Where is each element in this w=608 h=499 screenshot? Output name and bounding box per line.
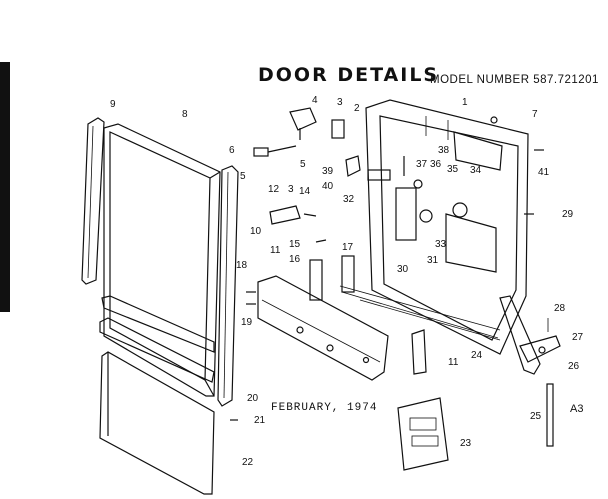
part-8-door-panel (103, 123, 221, 397)
callout-25: 25 (530, 411, 542, 422)
part-26-hinge-arm (499, 295, 561, 375)
callout-11b: 11 (448, 357, 459, 368)
callout-15: 15 (289, 239, 301, 250)
sheet-number: A3 (570, 403, 584, 415)
callout-1: 1 (462, 97, 468, 108)
callout-3: 3 (337, 97, 343, 108)
callout-33: 33 (435, 239, 447, 250)
part-9-gasket (81, 117, 105, 285)
callout-34: 34 (470, 165, 482, 176)
callout-22: 22 (242, 457, 254, 468)
callout-38: 38 (438, 145, 450, 156)
part-23-card (397, 397, 449, 471)
callout-30: 30 (397, 264, 409, 275)
callout-23: 23 (460, 438, 472, 449)
part-25-rod (546, 383, 554, 447)
callout-17: 17 (342, 242, 354, 253)
callout-21: 21 (254, 415, 266, 426)
small-hardware (230, 107, 544, 421)
callout-12: 12 (268, 184, 280, 195)
callout-32: 32 (343, 194, 355, 205)
part-1-inner-liner (339, 99, 529, 355)
callout-5b: 5 (300, 159, 306, 170)
part-22-kick-panel (99, 295, 215, 495)
callout-3b: 3 (288, 184, 294, 195)
callout-20: 20 (247, 393, 259, 404)
callout-36: 36 (430, 159, 442, 170)
part-11-lower-rail (257, 275, 389, 381)
callout-7: 7 (532, 109, 538, 120)
callout-16: 16 (289, 254, 301, 265)
callout-24: 24 (471, 350, 483, 361)
part-10-side-trim (217, 165, 239, 407)
callout-10: 10 (250, 226, 262, 237)
callout-27: 27 (572, 332, 584, 343)
callout-37: 37 (416, 159, 428, 170)
callout-41: 41 (538, 167, 550, 178)
callout-18: 18 (236, 260, 248, 271)
callout-39: 39 (322, 166, 334, 177)
scan-edge-mark (0, 62, 10, 312)
callout-8: 8 (182, 109, 188, 120)
callout-31: 31 (427, 255, 439, 266)
callout-6: 6 (229, 145, 235, 156)
callout-28: 28 (554, 303, 566, 314)
callout-11: 11 (270, 245, 281, 256)
callout-29: 29 (562, 209, 574, 220)
diagram-title: DOOR DETAILS (258, 64, 440, 86)
callout-19: 19 (241, 317, 253, 328)
callout-9: 9 (110, 99, 116, 110)
callout-40: 40 (322, 181, 334, 192)
callout-35: 35 (447, 164, 459, 175)
callout-2: 2 (354, 103, 360, 114)
callout-26: 26 (568, 361, 580, 372)
revision-date: FEBRUARY, 1974 (271, 402, 378, 414)
callout-14: 14 (299, 186, 311, 197)
callout-5: 5 (240, 171, 246, 182)
model-number: MODEL NUMBER 587.721201 (430, 74, 599, 86)
callout-4: 4 (312, 95, 318, 106)
